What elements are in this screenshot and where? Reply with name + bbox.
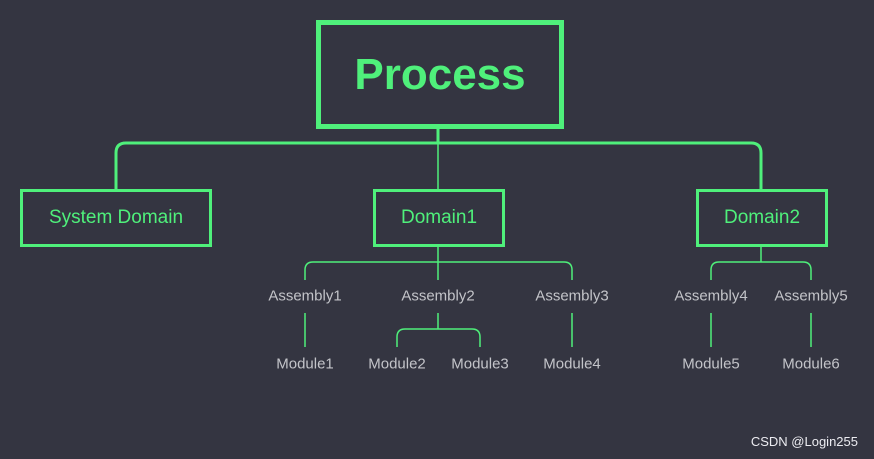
module3-label: Module3 <box>451 355 509 373</box>
watermark: CSDN @Login255 <box>750 434 858 449</box>
assembly3-label: Assembly3 <box>535 287 609 305</box>
assembly1-label: Assembly1 <box>268 287 342 305</box>
domain1-connector <box>304 246 573 280</box>
assembly4-label: Assembly4 <box>674 287 748 305</box>
module1-label: Module1 <box>276 355 334 373</box>
system-domain-node: System Domain <box>20 189 212 247</box>
domain2-connector <box>710 246 812 280</box>
module2-label: Module2 <box>368 355 426 373</box>
assembly2-label: Assembly2 <box>401 287 475 305</box>
assembly2-connector <box>396 313 481 347</box>
assembly5-label: Assembly5 <box>774 287 848 305</box>
module6-label: Module6 <box>782 355 840 373</box>
module5-label: Module5 <box>682 355 740 373</box>
process-node: Process <box>316 20 564 129</box>
domain1-node: Domain1 <box>373 189 505 247</box>
module4-label: Module4 <box>543 355 601 373</box>
domain2-node: Domain2 <box>696 189 828 247</box>
